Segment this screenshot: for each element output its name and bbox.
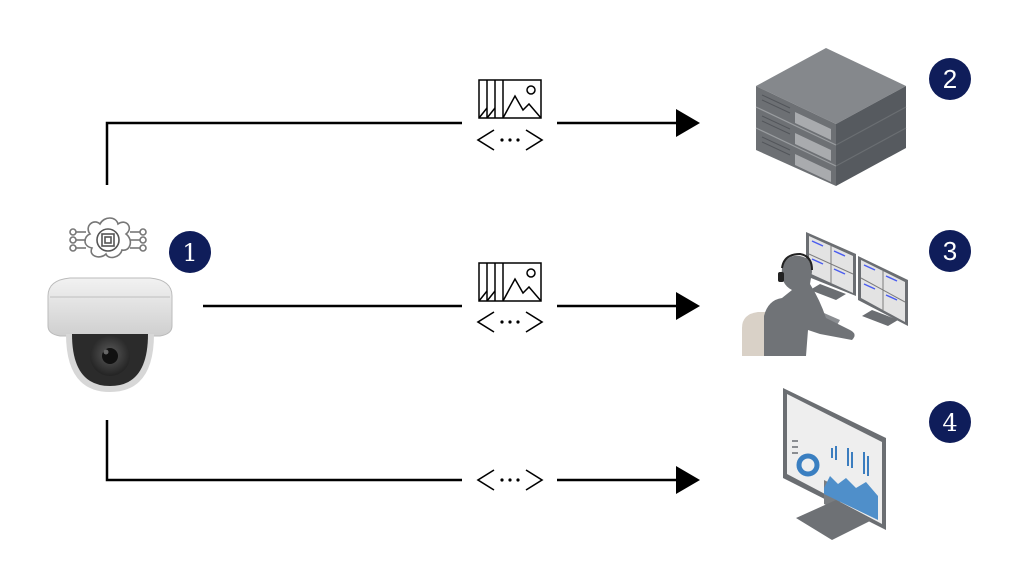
arrowhead-server [676,109,700,137]
image-frames-icon [478,262,542,302]
dashboard-donut [796,453,820,477]
image-frames-icon [478,79,542,119]
dome-camera-icon [47,277,173,392]
badge-4: 4 [929,401,971,443]
arrowhead-dashboard [676,466,700,494]
data-stream-icon [477,469,543,491]
data-stream-icon [477,311,543,333]
badge-4-label: 4 [942,409,957,437]
badge-3-label: 3 [943,236,957,266]
badge-2: 2 [929,58,971,100]
ai-chip-brain-icon [69,217,147,259]
dashboard-monitor-icon [783,388,886,540]
arrowhead-operator [676,292,700,320]
badge-1: 1 [169,231,211,273]
server-rack-icon [755,48,907,186]
flow-line-dashboard [105,420,700,494]
badge-1-label: 1 [182,239,197,267]
flow-line-operator [203,292,700,320]
operator-workstation-icon [742,232,908,356]
data-stream-icon [477,129,543,151]
flow-line-server [105,109,700,185]
badge-3: 3 [929,230,971,272]
badge-2-label: 2 [943,64,957,94]
